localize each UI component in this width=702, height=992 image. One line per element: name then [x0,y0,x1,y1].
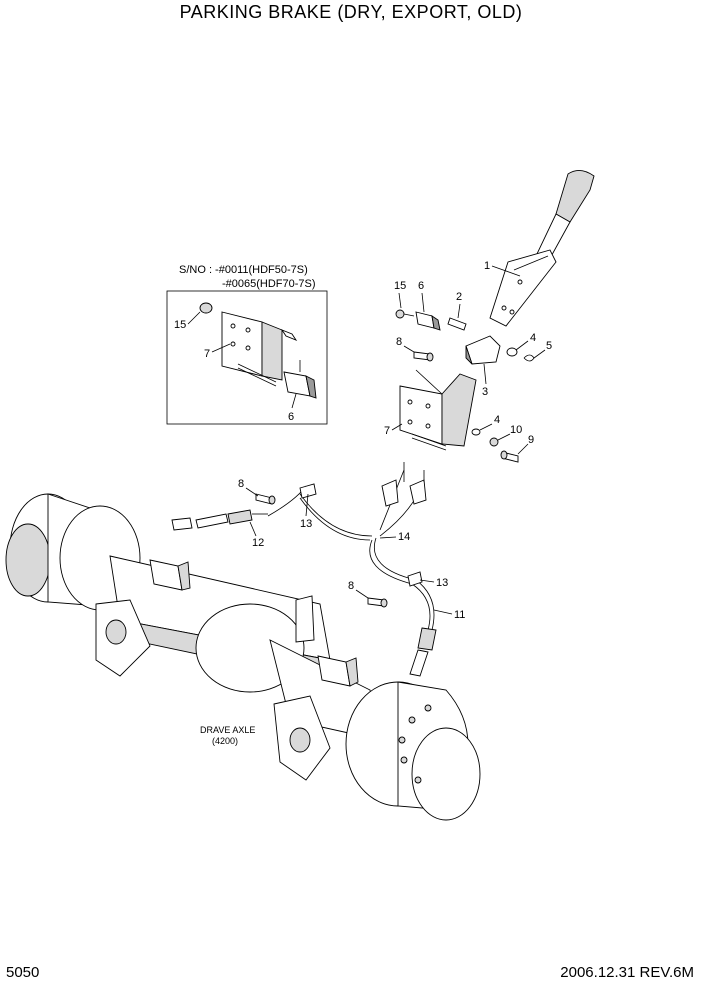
bolt-8-lower [367,597,388,608]
callout-9: 9 [528,434,534,446]
axle-label-line1: DRAVE AXLE [200,725,255,735]
brake-cables [267,462,435,631]
callout-14: 14 [398,531,410,543]
callout-7-inset: 7 [204,348,210,360]
callout-5: 5 [546,340,552,352]
clip [523,354,535,362]
callout-12: 12 [252,537,264,549]
callout-8-upper: 8 [396,336,402,348]
bolt-8-upper [413,351,434,362]
clamp-lower [407,571,423,587]
washer-10 [489,437,499,447]
pin [447,317,467,331]
callout-4-lower: 4 [494,414,500,426]
callout-6-inset: 6 [288,411,294,423]
callout-1: 1 [484,260,490,272]
axle-label-line2: (4200) [212,736,238,746]
callout-6: 6 [418,280,424,292]
main-bracket [399,369,477,451]
washer-upper [506,347,518,357]
switch [415,311,441,331]
callout-11: 11 [454,609,465,621]
callout-13-upper: 13 [300,518,312,530]
cable-11 [409,627,437,677]
bolt-9 [500,450,519,463]
callout-8-mid: 8 [238,478,244,490]
callout-15: 15 [394,280,406,292]
cable-12 [171,509,268,531]
revision-date: 2006.12.31 REV.6M [560,964,694,981]
inset-nut [199,302,213,314]
callout-10: 10 [510,424,522,436]
serial-note-line1: S/NO : -#0011(HDF50-7S) [179,264,308,276]
callout-7: 7 [384,425,390,437]
callout-3: 3 [482,386,488,398]
lever-bracket [465,335,501,365]
drive-axle [5,493,481,821]
page-title: PARKING BRAKE (DRY, EXPORT, OLD) [179,2,523,22]
inset-switch [283,360,317,399]
brake-lever [489,170,595,327]
callout-4-upper: 4 [530,332,536,344]
page-number: 5050 [6,964,40,981]
callout-2: 2 [456,291,462,303]
bolt-8-mid [255,493,276,505]
callout-13-lower: 13 [436,577,448,589]
callout-8-lower: 8 [348,580,354,592]
clamp-upper [299,483,317,499]
inset-bracket [221,311,298,387]
callout-15-inset: 15 [174,319,186,331]
bolt-upper [395,309,415,319]
inset-box [166,290,328,425]
washer-lower [471,428,481,436]
serial-note-line2: -#0065(HDF70-7S) [222,278,316,290]
